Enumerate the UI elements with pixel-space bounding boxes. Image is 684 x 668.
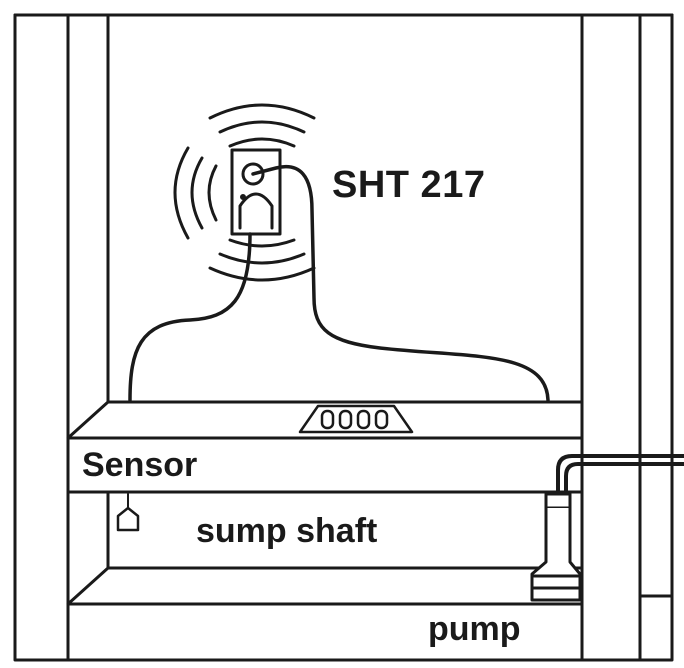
floor-slab (66, 400, 584, 494)
sump-shaft (66, 490, 674, 606)
wall-frame (13, 13, 674, 662)
cables (127, 164, 684, 509)
device-label: SHT 217 (332, 164, 486, 206)
wall-mounted-alarm-device-icon (230, 148, 282, 236)
pump-label: pump (428, 610, 521, 648)
sensor-label: Sensor (82, 446, 198, 484)
submersible-pump-icon (530, 492, 582, 602)
float-sensor-icon (116, 506, 140, 532)
sump-shaft-label: sump shaft (196, 512, 378, 550)
floor-drain-grate-icon (298, 404, 414, 434)
signal-waves-icon (173, 103, 316, 282)
